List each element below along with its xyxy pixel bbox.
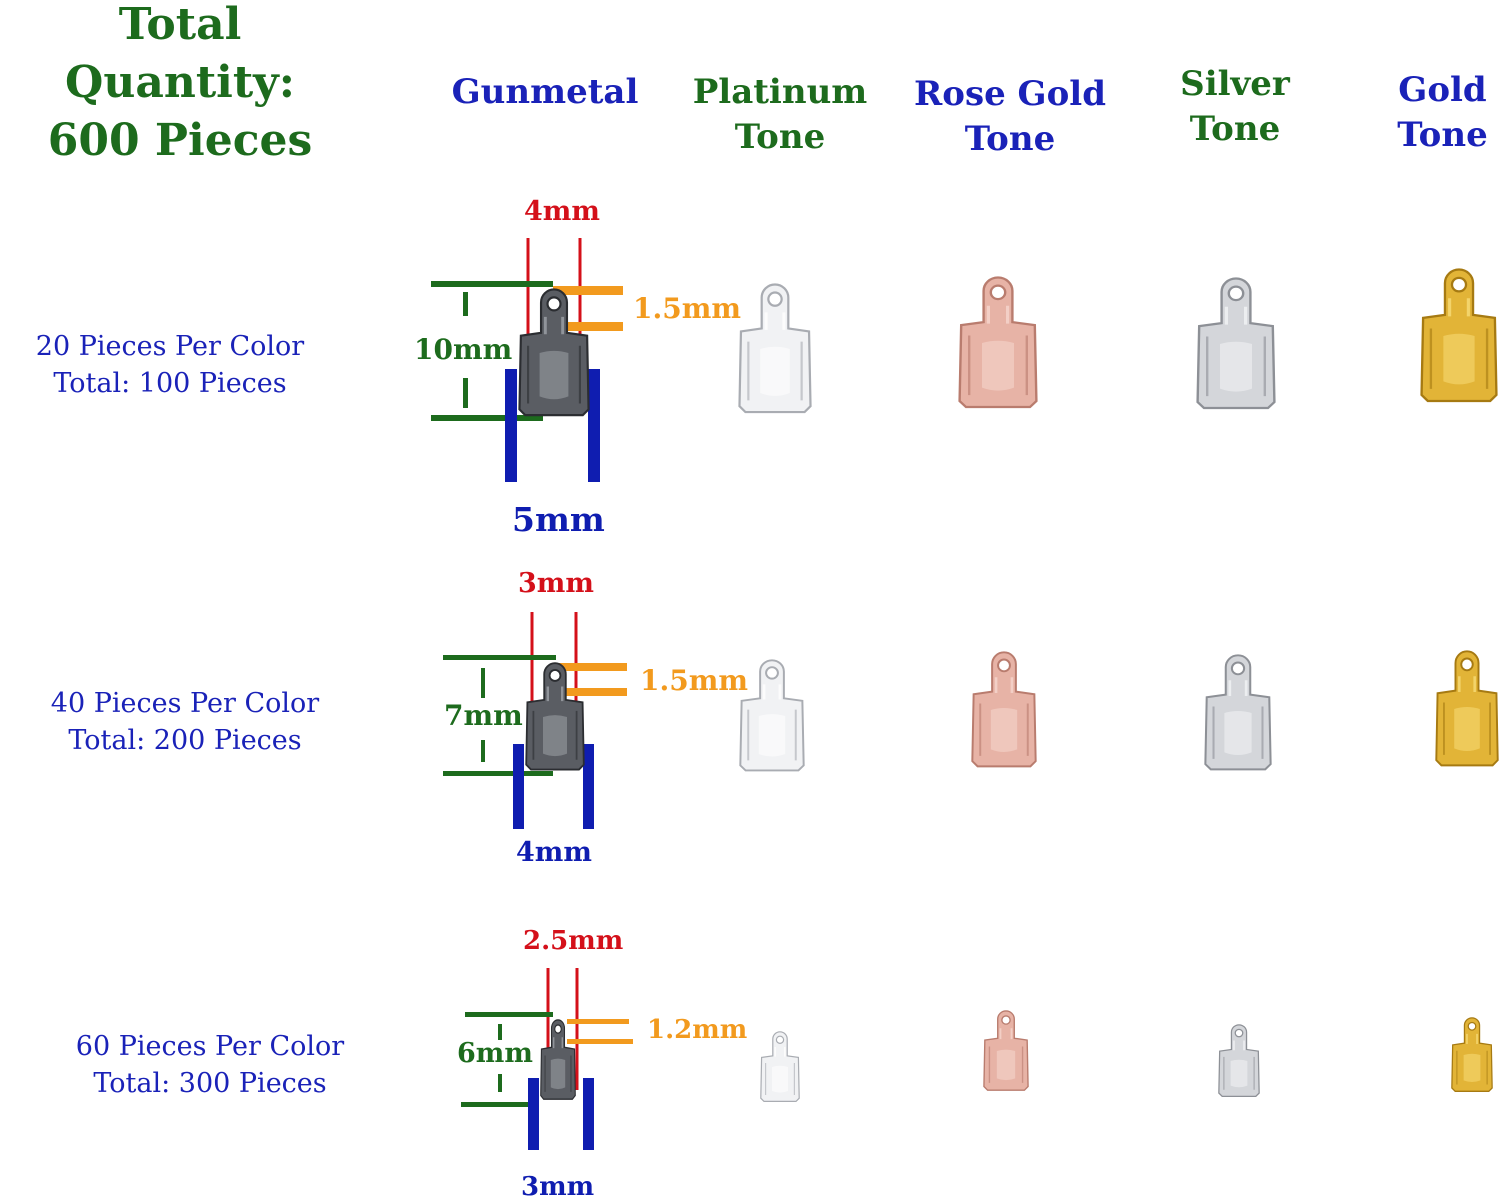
hole-line-bottom: [552, 688, 627, 696]
width-line-left: [513, 744, 524, 829]
column-header-line: Tone: [1397, 115, 1488, 155]
crimp-end-silver-row-2: [1204, 654, 1272, 771]
row-per-color: 40 Pieces Per Color: [50, 688, 320, 719]
crimp-end-gunmetal-row-1: [518, 288, 590, 417]
height-tick-bottom: [463, 378, 468, 408]
row-label-2: 40 Pieces Per Color Total: 200 Pieces: [35, 685, 335, 759]
total-quantity-title: Total Quantity: 600 Pieces: [0, 0, 360, 170]
height-tick-top: [463, 292, 468, 316]
dim-width-row-2: 4mm: [516, 837, 592, 868]
height-line-bottom: [431, 415, 543, 421]
crimp-end-platinum-row-3: [760, 1031, 800, 1102]
column-header-line: Tone: [1189, 109, 1281, 149]
width-line-left: [528, 1078, 539, 1150]
row-per-color: 20 Pieces Per Color: [35, 331, 305, 362]
row-per-color: 60 Pieces Per Color: [75, 1031, 345, 1062]
dim-top-width-row-3: 2.5mm: [523, 926, 624, 956]
dim-width-row-1: 5mm: [512, 500, 605, 539]
width-line-right: [588, 369, 600, 482]
hole-line-bottom: [567, 1039, 633, 1044]
width-line-right: [583, 1078, 594, 1150]
column-header-gold: Gold Tone: [1385, 68, 1500, 158]
title-line-2: 600 Pieces: [47, 115, 313, 166]
height-line-bottom: [461, 1102, 539, 1107]
hole-line-bottom: [553, 322, 623, 331]
crimp-end-platinum-row-1: [738, 283, 812, 414]
column-header-line: Silver: [1180, 64, 1290, 104]
hole-line-top: [553, 286, 623, 295]
crimp-end-silver-row-3: [1218, 1024, 1260, 1097]
dim-height-row-2: 7mm: [444, 699, 523, 732]
hole-line-top: [552, 663, 627, 671]
width-line-left: [505, 369, 517, 482]
height-line-top: [443, 655, 556, 660]
column-header-rose-gold: Rose Gold Tone: [905, 72, 1115, 162]
crimp-end-gold-row-2: [1435, 650, 1499, 767]
crimp-end-silver-row-1: [1196, 277, 1276, 410]
crimp-end-rose-gold-row-2: [971, 651, 1037, 768]
crimp-end-gold-row-3: [1451, 1017, 1493, 1092]
dimension-lines-row-1: [431, 238, 623, 482]
height-line-bottom: [443, 771, 553, 776]
crimp-end-rose-gold-row-3: [983, 1010, 1029, 1091]
dim-width-row-3: 3mm: [521, 1172, 595, 1202]
height-tick-top: [481, 668, 485, 698]
column-header-silver: Silver Tone: [1150, 62, 1320, 152]
row-label-3: 60 Pieces Per Color Total: 300 Pieces: [60, 1028, 360, 1102]
crimp-end-gunmetal-row-3: [540, 1019, 576, 1100]
row-total: Total: 200 Pieces: [68, 725, 302, 756]
column-header-line: Tone: [964, 119, 1056, 159]
hole-line-top: [567, 1019, 629, 1024]
row-total: Total: 100 Pieces: [53, 368, 287, 399]
height-line-top: [465, 1012, 553, 1017]
dim-hole-row-2: 1.5mm: [640, 664, 748, 697]
height-tick-bottom: [498, 1074, 502, 1092]
row-label-1: 20 Pieces Per Color Total: 100 Pieces: [20, 328, 320, 402]
height-tick-bottom: [481, 740, 485, 762]
dim-height-row-3: 6mm: [457, 1038, 533, 1069]
column-header-line: Platinum: [692, 72, 868, 112]
column-header-line: Rose Gold: [914, 74, 1106, 114]
height-tick-top: [498, 1024, 502, 1040]
crimp-end-gunmetal-row-2: [525, 662, 585, 771]
column-header-line: Gunmetal: [451, 72, 639, 112]
height-line-top: [431, 281, 553, 287]
dim-height-row-1: 10mm: [414, 333, 513, 366]
row-total: Total: 300 Pieces: [93, 1068, 327, 1099]
crimp-end-rose-gold-row-1: [958, 276, 1038, 409]
dim-hole-row-1: 1.5mm: [633, 292, 741, 325]
width-line-right: [583, 744, 594, 829]
dim-hole-row-3: 1.2mm: [647, 1015, 748, 1045]
dim-top-width-row-2: 3mm: [518, 568, 594, 599]
crimp-end-gold-row-1: [1420, 268, 1498, 403]
title-line-1: Total Quantity:: [65, 0, 295, 108]
column-header-line: Gold: [1398, 70, 1487, 110]
column-header-line: Tone: [734, 117, 826, 157]
crimp-end-platinum-row-2: [739, 659, 805, 772]
column-header-platinum: Platinum Tone: [680, 70, 880, 160]
dim-top-width-row-1: 4mm: [524, 196, 600, 227]
column-header-gunmetal: Gunmetal: [440, 70, 650, 115]
